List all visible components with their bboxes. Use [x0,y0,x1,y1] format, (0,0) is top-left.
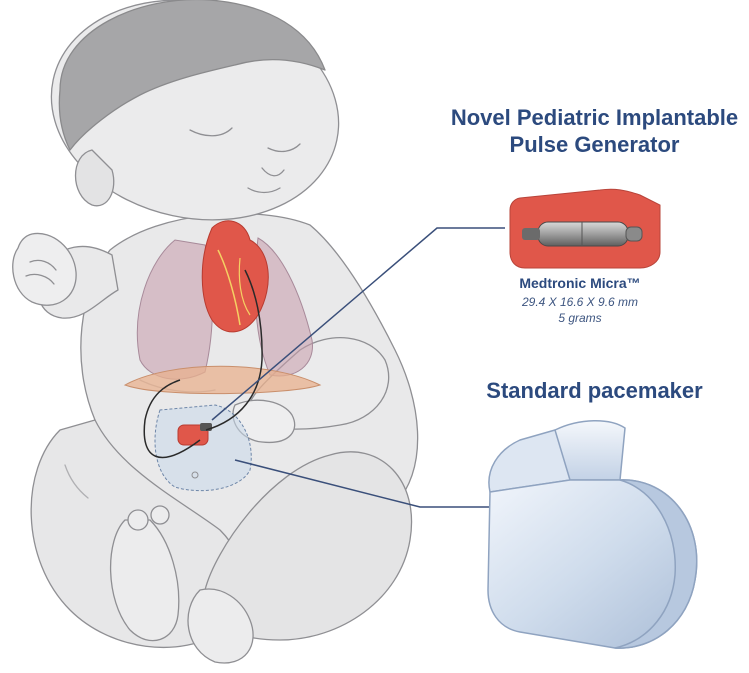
standard-pacemaker-title: Standard pacemaker [440,377,749,404]
implant-pocket [155,405,251,491]
infant-left-fist [13,233,76,305]
novel-device-title: Novel Pediatric Implantable Pulse Genera… [440,104,749,158]
infant-figure [13,0,418,663]
device-model-name: Medtronic Micra™ [490,275,670,291]
abdominal-device [178,423,212,445]
micra-device [510,189,660,268]
novel-title-line1: Novel Pediatric Implantable [440,104,749,131]
novel-title-line2: Pulse Generator [440,131,749,158]
device-dimensions: 29.4 X 16.6 X 9.6 mm [490,294,670,310]
standard-pacemaker [488,421,697,648]
device-weight: 5 grams [490,310,670,326]
